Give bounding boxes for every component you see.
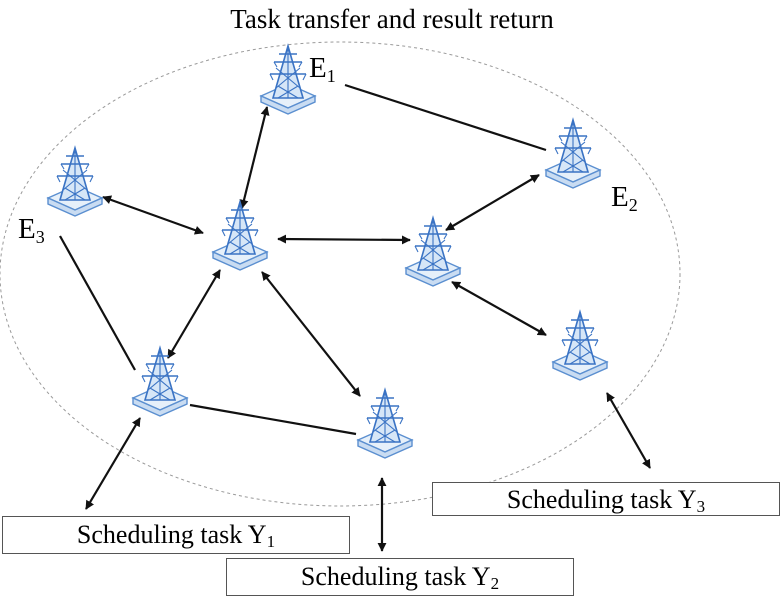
node-e1-transmission-tower-icon[interactable] — [260, 45, 316, 115]
node-e2-transmission-tower-icon[interactable] — [545, 119, 601, 189]
node-c-transmission-tower-icon[interactable] — [212, 201, 268, 271]
node-label-e3: E3 — [18, 213, 45, 247]
node-e3-transmission-tower-icon[interactable] — [47, 147, 103, 217]
task-box-y2[interactable]: Scheduling task Y2 — [226, 558, 574, 596]
link-r-y3-arrow — [606, 392, 651, 469]
link-lb-b-line — [189, 403, 357, 436]
link-m-e2-arrow — [445, 174, 540, 231]
task-box-y1[interactable]: Scheduling task Y1 — [2, 516, 350, 554]
node-b-transmission-tower-icon[interactable] — [357, 389, 413, 459]
link-e1-e2-line — [344, 83, 547, 152]
link-c-lb-arrow — [167, 269, 221, 359]
node-label-e1: E1 — [309, 52, 336, 86]
task-box-y3[interactable]: Scheduling task Y3 — [432, 482, 780, 516]
link-lb-y1-arrow — [85, 417, 141, 510]
link-c-b-arrow — [261, 271, 361, 397]
link-e3-lb-line — [59, 235, 136, 371]
node-label-e2: E2 — [611, 181, 638, 215]
node-r-transmission-tower-icon[interactable] — [552, 311, 608, 381]
node-m-transmission-tower-icon[interactable] — [405, 217, 461, 287]
diagram-title: Task transfer and result return — [230, 4, 554, 34]
link-c-m-arrow — [277, 234, 411, 245]
node-lb-transmission-tower-icon[interactable] — [132, 347, 188, 417]
link-e3-c-arrow — [102, 195, 204, 235]
network-boundary-ellipse — [0, 41, 681, 507]
link-m-r-arrow — [451, 281, 547, 336]
link-e1-c-arrow — [239, 106, 270, 209]
